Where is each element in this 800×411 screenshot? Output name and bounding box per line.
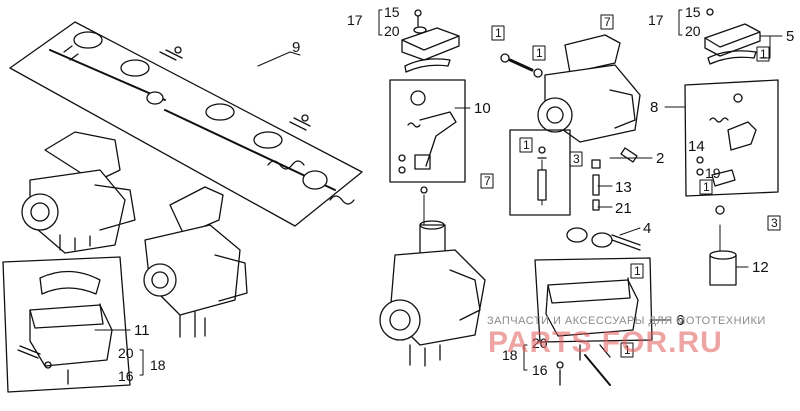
callout-17-center: 17 [347,12,363,28]
callout-8: 8 [650,99,658,116]
callout-13: 13 [615,179,632,196]
callout-18-right: 18 [502,347,518,363]
ref-1-g: 1 [703,180,710,194]
watermark-tagline: ЗАПЧАСТИ И АКСЕССУАРЫ ДЛЯ МОТОТЕХНИКИ [487,315,766,327]
callout-16-left: 16 [118,368,134,384]
float-assembly [566,227,641,251]
float-bowl-box-right [534,257,653,386]
callout-10: 10 [474,100,491,117]
throttle-valve-box [684,79,779,197]
callout-6: 6 [676,312,684,329]
callout-20-right-bottom: 20 [532,335,548,351]
ref-3-b: 3 [771,216,778,230]
callout-18-left: 18 [150,357,166,373]
ref-1-e: 1 [634,264,641,278]
callout-4: 4 [643,220,651,237]
callout-15-right: 15 [685,4,701,20]
ref-3-a: 3 [573,152,580,166]
ref-box-markers [480,14,781,358]
callout-17-right: 17 [648,12,664,28]
callout-15-center: 15 [384,4,400,20]
callout-12: 12 [752,259,769,276]
carburetor-right-main [500,34,641,143]
callout-16-right: 16 [532,362,548,378]
callout-19: 19 [705,165,721,181]
float-bowl-box [2,256,131,393]
carburetor-left-upper [21,131,136,254]
callout-21: 21 [615,200,632,217]
throttle-slide [709,205,737,286]
top-cap-right [704,8,761,65]
callout-11: 11 [134,322,150,339]
leader-lines [94,9,783,376]
ref-7-a: 7 [484,174,491,188]
choke-lever-box [389,79,466,183]
ref-1-b: 1 [536,46,543,60]
watermark-logo: PARTS FOR.RU [488,326,723,359]
ref-7-b: 7 [604,15,611,29]
ref-1-f: 1 [624,343,631,357]
callout-20-center: 20 [384,23,400,39]
pilot-screw-box [509,129,571,216]
callout-20-left: 20 [118,345,134,361]
top-cap-center [401,9,460,73]
callout-5: 5 [786,28,794,45]
carburetor-center [379,186,486,367]
callout-2: 2 [656,150,664,167]
linkage-assembly-group [9,21,363,227]
callout-9: 9 [292,39,300,56]
ref-1-d: 1 [760,47,767,61]
ref-1-c: 1 [523,138,530,152]
callout-20-right: 20 [685,23,701,39]
ref-1-a: 1 [495,26,502,40]
callout-14: 14 [688,138,705,155]
carburetor-left-middle [143,186,248,338]
